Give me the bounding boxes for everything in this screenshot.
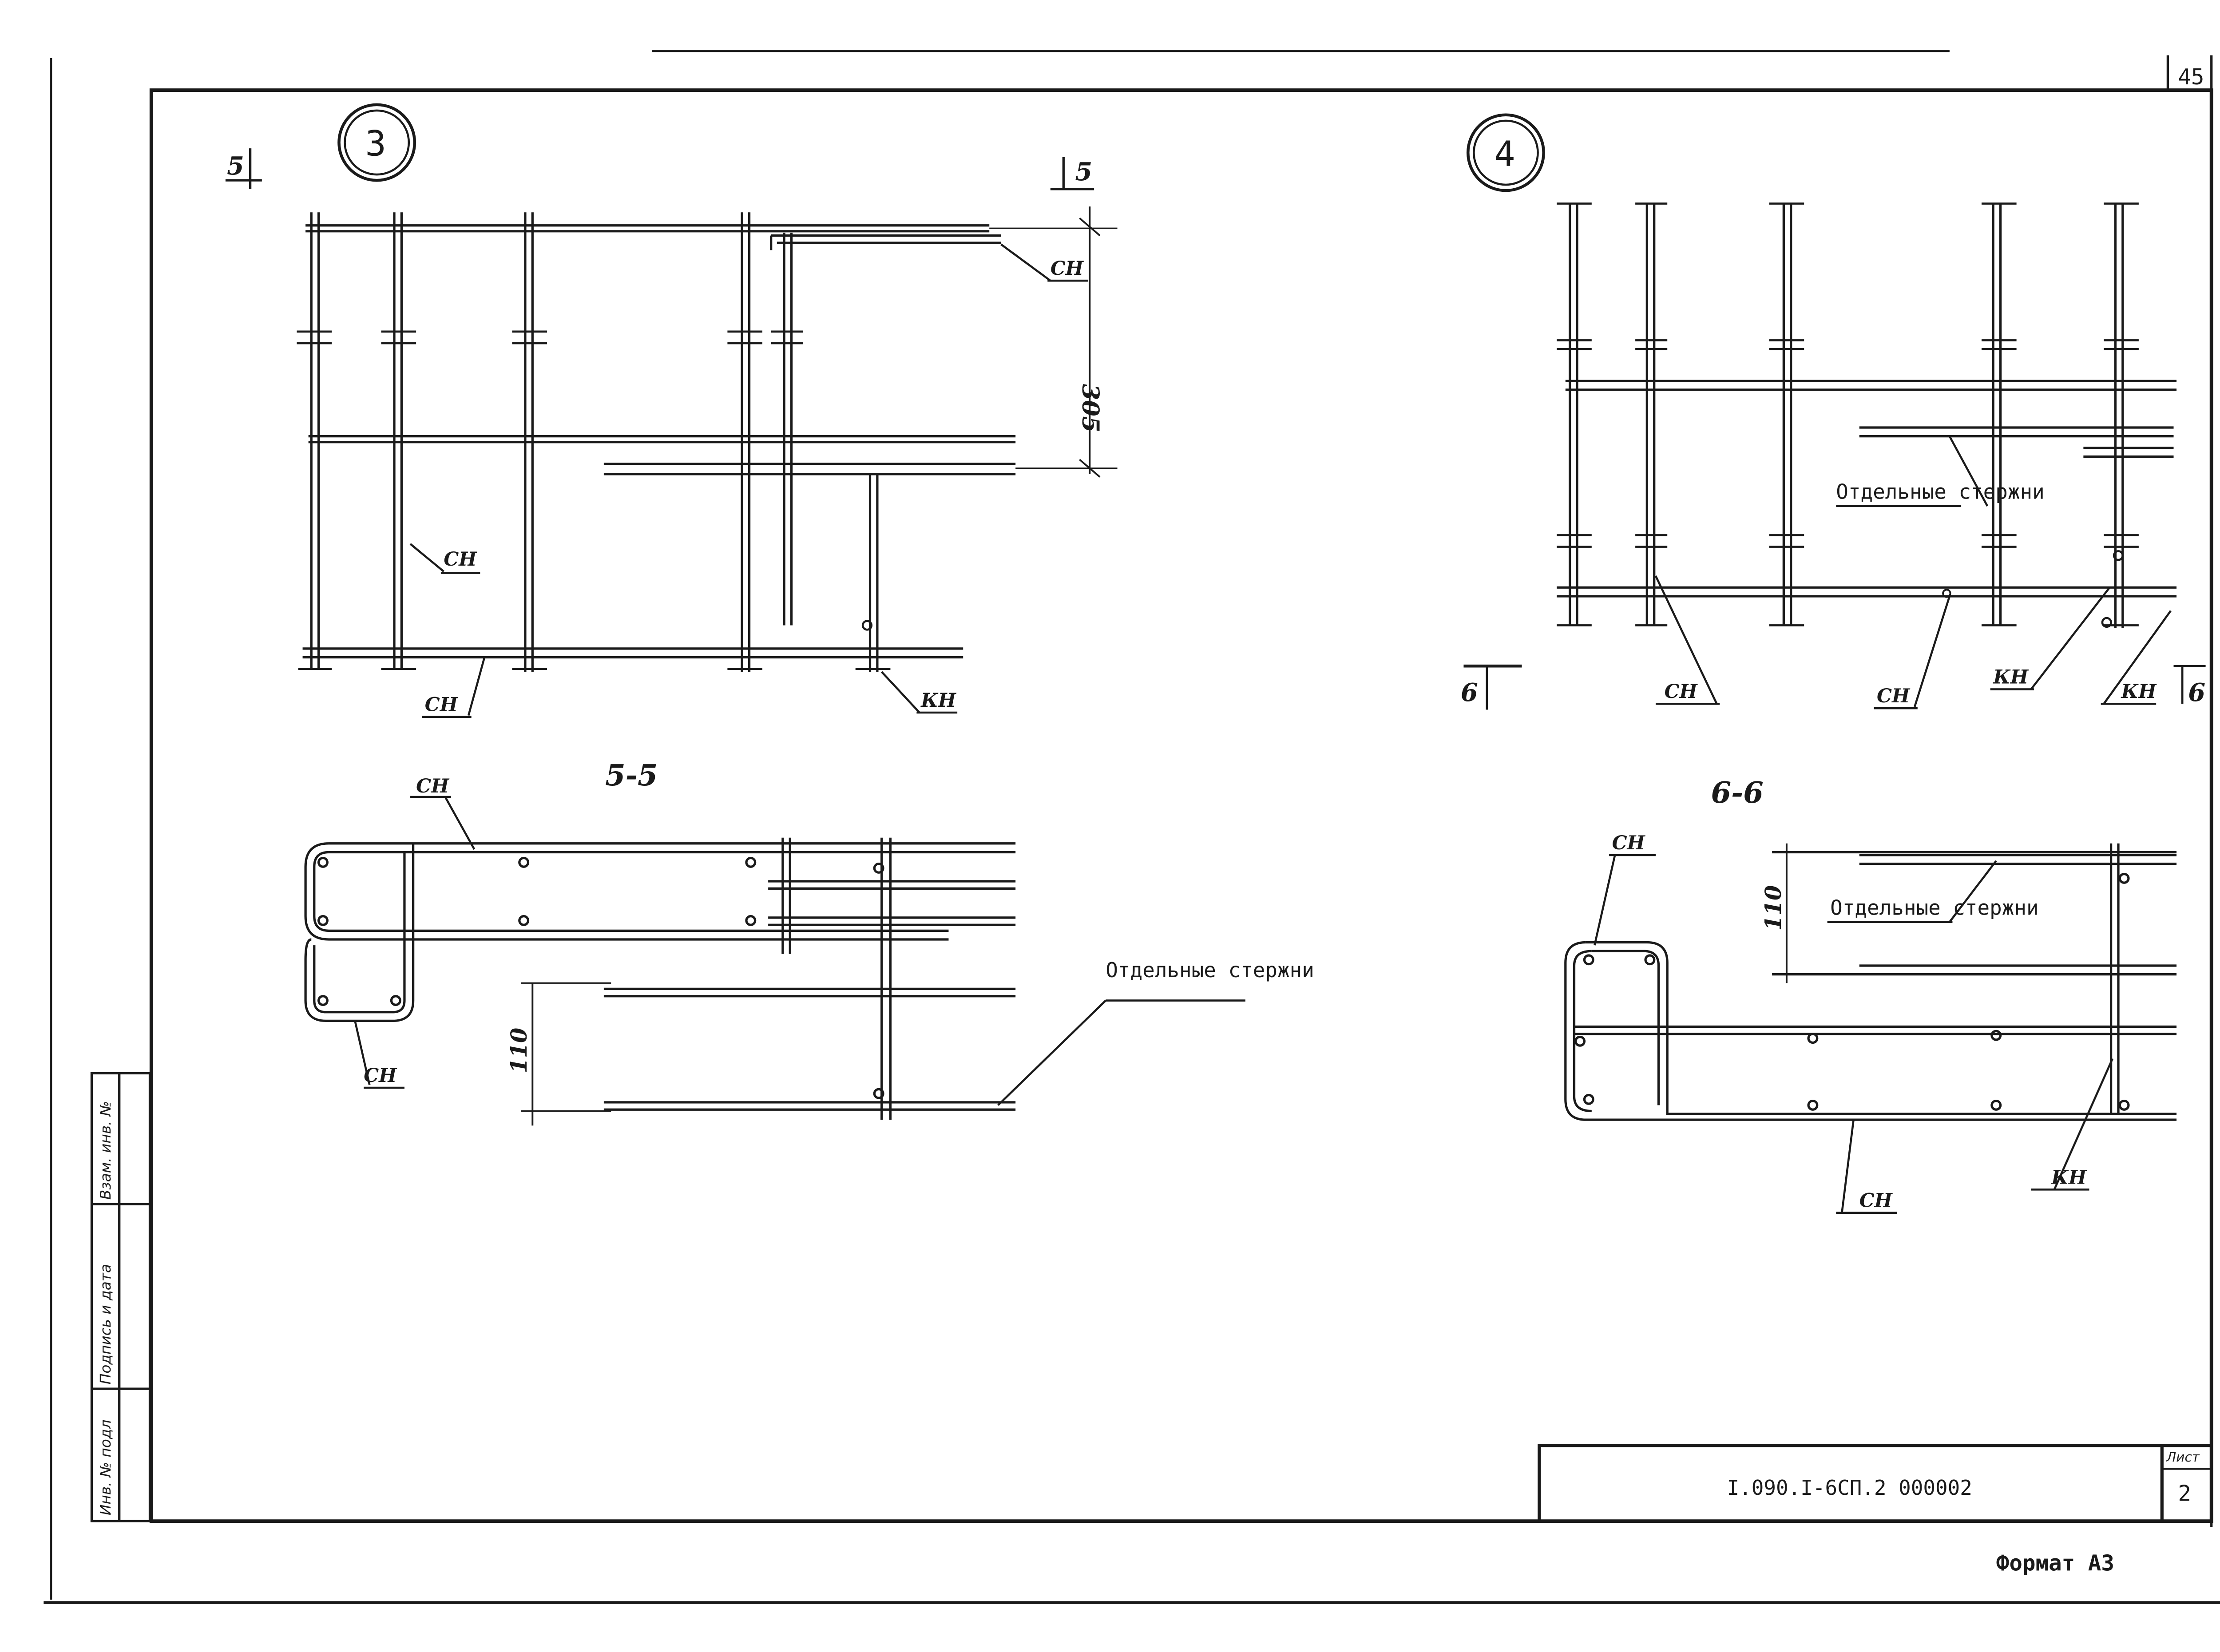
section-5-5-leaders [354,796,1245,1106]
drawing-3-leaders [409,243,1089,718]
section-6-6-dimension: 110 [1760,885,1786,931]
drawing-code: I.090.I-6СП.2 000002 [1727,1476,1972,1500]
side-stamp-inv-orig: Инв. № подл [97,1420,114,1515]
drawing-3-number: 3 [365,123,386,164]
section-6-6-label-cn-bottom: СН [1859,1190,1893,1212]
list-number: 2 [2178,1480,2191,1506]
title-block [1538,1444,2213,1523]
section-6-6-bars [1564,843,2177,1121]
sheet-frame [44,50,2220,1604]
section-mark-6-left: 6 [1461,678,1478,707]
drawing-3-section-marks [225,148,1094,190]
drawing-3-label-middle: СН [444,548,477,570]
section-6-6-label-cn-top: СН [1612,832,1646,854]
drawing-4-bars [1557,202,2177,629]
section-mark-5-right: 5 [1075,158,1093,186]
drawing-4-separate-bars: Отдельные стержни [1836,480,2044,504]
drawing-4-number: 4 [1494,133,1515,174]
drawing-4-label-kn-1: КН [1992,666,2029,689]
section-5-5-label-bottom: СН [364,1065,397,1087]
section-5-5-label-top: СН [416,775,450,797]
side-stamp-replace-inv: Взам. инв. № [97,1101,114,1200]
drawing-4-label-cn-left: СН [1665,681,1698,703]
drawing-3-label-top: СН [1051,258,1084,280]
section-5-5-dimension: 110 [506,1028,532,1074]
list-label: Лист [2166,1450,2200,1465]
page-number: 45 [2178,64,2204,90]
section-6-6-leaders [1594,854,2113,1214]
section-6-6-title: 6-6 [1711,776,1764,810]
dimension-305-label: 305 [1077,384,1104,432]
section-5-5-separate-bars-label: Отдельные стержни [1106,958,1314,982]
section-5-5-separate-bars: Отдельные стержни [1106,958,1314,982]
section-6-6-separate-bars-label: Отдельные стержни [1830,895,2038,919]
drawing-4-label-cn-right: СН [1877,685,1911,707]
section-6-6-label-kn: КН [2050,1166,2087,1188]
section-6-6-separate-bars: Отдельные стержни [1830,895,2038,919]
section-mark-5-left: 5 [227,152,244,181]
dimension-110-a [521,982,611,1126]
side-stamp [90,1072,151,1522]
section-mark-6-right: 6 [2188,678,2205,707]
section-5-5-title: 5-5 [605,758,658,792]
side-stamp-sign-date: Подпись и дата [97,1264,114,1384]
dimension-305 [1079,206,1101,478]
section-5-5-bars [304,837,1016,1120]
drawing-3-label-bottom: СН [425,694,459,716]
drawing-4-separate-bars-label: Отдельные стержни [1836,480,2044,504]
drawing-4-callout: 4 [1467,113,1545,192]
format-label: Формат А3 [1996,1550,2114,1576]
drawing-4-label-kn-2: КН [2121,681,2157,703]
drawing-3-callout: 3 [337,103,416,182]
drawing-3-label-kn: КН [920,689,957,712]
drawing-4-leaders [1463,436,2206,710]
drawing-3-bars [297,212,1118,672]
